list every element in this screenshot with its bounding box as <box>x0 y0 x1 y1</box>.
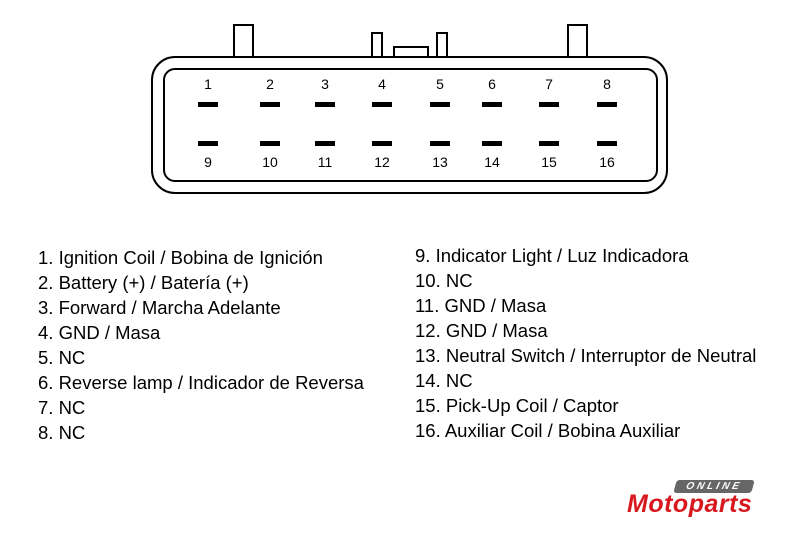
pin-terminal <box>539 141 559 146</box>
legend-item: 9. Indicator Light / Luz Indicadora <box>415 245 689 266</box>
legend-item: 14. NC <box>415 370 473 391</box>
legend-item: 16. Auxiliar Coil / Bobina Auxiliar <box>415 420 681 441</box>
pin-number: 7 <box>545 76 553 92</box>
legend-right: 9. Indicator Light / Luz Indicadora 10. … <box>415 243 756 443</box>
pin-number: 10 <box>262 154 278 170</box>
connector-latch-right <box>436 32 448 58</box>
pin-number: 3 <box>321 76 329 92</box>
pin-terminal <box>430 141 450 146</box>
pin-number: 2 <box>266 76 274 92</box>
pin-number: 6 <box>488 76 496 92</box>
pin-number: 11 <box>317 154 333 170</box>
pin-terminal <box>482 141 502 146</box>
pin-number: 14 <box>484 154 500 170</box>
legend-item: 15. Pick-Up Coil / Captor <box>415 395 619 416</box>
pin-terminal <box>315 102 335 107</box>
legend-item: 10. NC <box>415 270 473 291</box>
legend-item: 6. Reverse lamp / Indicador de Reversa <box>38 372 364 393</box>
pin-number: 15 <box>541 154 557 170</box>
pin-terminal <box>260 102 280 107</box>
pin-terminal <box>482 102 502 107</box>
pin-number: 9 <box>204 154 212 170</box>
connector-face <box>163 68 658 182</box>
pin-terminal <box>430 102 450 107</box>
legend-item: 3. Forward / Marcha Adelante <box>38 297 281 318</box>
pin-number: 16 <box>599 154 615 170</box>
pin-terminal <box>597 141 617 146</box>
connector-tab-right <box>567 24 588 58</box>
pin-terminal <box>597 102 617 107</box>
pin-number: 1 <box>204 76 212 92</box>
pin-number: 13 <box>432 154 448 170</box>
legend-item: 12. GND / Masa <box>415 320 548 341</box>
legend-item: 11. GND / Masa <box>415 295 547 316</box>
legend-left: 1. Ignition Coil / Bobina de Ignición 2.… <box>38 245 364 445</box>
legend-item: 5. NC <box>38 347 86 368</box>
connector-latch-left <box>371 32 383 58</box>
pin-terminal <box>372 141 392 146</box>
pin-terminal <box>260 141 280 146</box>
pin-terminal <box>315 141 335 146</box>
pin-terminal <box>198 141 218 146</box>
pin-terminal <box>198 102 218 107</box>
connector-tab-left <box>233 24 254 58</box>
legend-item: 2. Battery (+) / Batería (+) <box>38 272 249 293</box>
pin-number: 4 <box>378 76 386 92</box>
legend-item: 7. NC <box>38 397 86 418</box>
logo-wordmark: Motoparts <box>627 490 753 518</box>
pin-number: 8 <box>603 76 611 92</box>
legend-item: 4. GND / Masa <box>38 322 161 343</box>
legend-item: 13. Neutral Switch / Interruptor de Neut… <box>415 345 757 366</box>
pin-terminal <box>539 102 559 107</box>
legend-item: 1. Ignition Coil / Bobina de Ignición <box>38 247 323 268</box>
pin-terminal <box>372 102 392 107</box>
pin-number: 5 <box>436 76 444 92</box>
motoparts-logo: ONLINE Motoparts <box>625 478 795 523</box>
legend-item: 8. NC <box>38 422 86 443</box>
pin-number: 12 <box>374 154 390 170</box>
